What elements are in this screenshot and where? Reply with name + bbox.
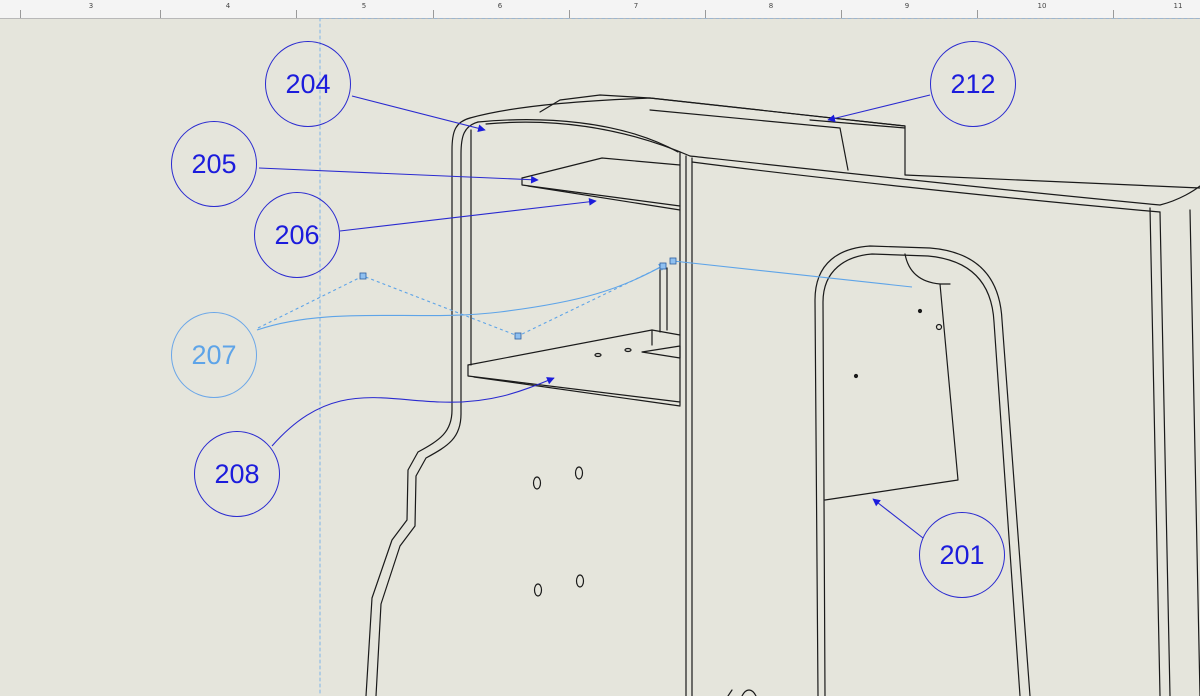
ruler-label: 7 [633, 2, 639, 10]
left-frame-profile [365, 117, 471, 696]
top-ruler: 3 4 5 6 7 8 9 10 11 [0, 0, 1200, 19]
balloon-208[interactable]: 208 [194, 431, 280, 517]
ruler-label: 3 [88, 2, 94, 10]
ruler-label: 9 [904, 2, 910, 10]
balloon-204[interactable]: 204 [265, 41, 351, 127]
door-arch [814, 245, 1031, 696]
ruler-label: 11 [1173, 2, 1183, 10]
ruler-label: 6 [497, 2, 503, 10]
balloon-205[interactable]: 205 [171, 121, 257, 207]
ruler-label: 5 [361, 2, 367, 10]
ruler-label: 4 [225, 2, 231, 10]
balloon-206[interactable]: 206 [254, 192, 340, 278]
balloon-207[interactable]: 207 [171, 312, 257, 398]
ruler-label: 10 [1037, 2, 1047, 10]
balloon-201[interactable]: 201 [919, 512, 1005, 598]
balloon-212[interactable]: 212 [930, 41, 1016, 127]
ruler-label: 8 [768, 2, 774, 10]
